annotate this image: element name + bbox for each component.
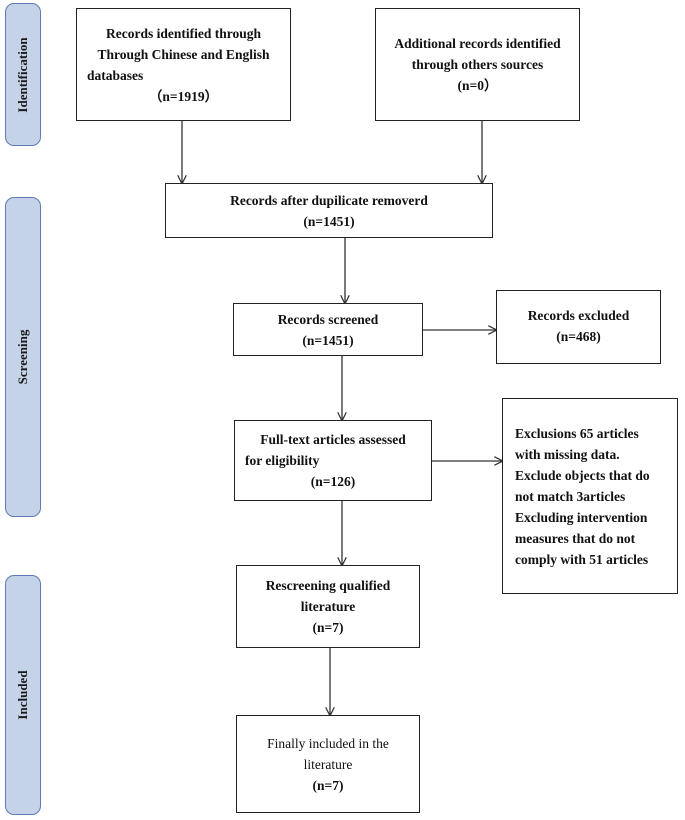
- records-excluded-box: Records excluded (n=468): [496, 290, 661, 364]
- rescreening-line-3: (n=7): [312, 620, 344, 635]
- additional-records-line-1: Additional records identified: [394, 36, 561, 51]
- full-text-box: Full-text articles assessed for eligibil…: [234, 420, 432, 501]
- full-text-line-1: Full-text articles assessed: [260, 432, 406, 447]
- additional-records-line-3: (n=0）: [457, 78, 498, 93]
- phase-identification: Identification: [5, 3, 41, 146]
- phase-included-label: Included: [15, 670, 30, 720]
- final-included-line-3: (n=7): [312, 777, 344, 793]
- full-text-line-3: (n=126): [310, 474, 356, 489]
- exclusions-line-2: with missing data.: [515, 446, 620, 462]
- exclusions-line-4: not match 3articles: [515, 488, 626, 504]
- records-screened-line-2: (n=1451): [302, 332, 354, 348]
- after-duplicates-line-1: Records after dupilicate removerd: [230, 192, 428, 208]
- rescreening-line-1: Rescreening qualified: [265, 578, 391, 593]
- records-excluded-line-1: Records excluded: [527, 308, 630, 323]
- records-screened-line-1: Records screened: [277, 311, 379, 327]
- exclusions-box: Exclusions 65 articles with missing data…: [502, 398, 678, 594]
- records-identified-line-3: databases: [87, 67, 144, 83]
- final-included-line-1: Finally included in the: [267, 735, 389, 751]
- records-screened-box: Records screened (n=1451): [233, 303, 423, 356]
- phase-included: Included: [5, 575, 41, 815]
- exclusions-line-7: comply with 51 articles: [515, 551, 649, 567]
- phase-screening-label: Screening: [15, 329, 30, 385]
- additional-records-box: Additional records identified through ot…: [375, 8, 580, 121]
- records-identified-line-2: Through Chinese and English: [97, 46, 270, 62]
- exclusions-line-5: Excluding intervention: [515, 509, 648, 525]
- rescreening-box: Rescreening qualified literature (n=7): [236, 565, 420, 648]
- records-identified-line-1: Records identified through: [105, 25, 261, 41]
- phase-screening: Screening: [5, 197, 41, 517]
- exclusions-line-6: measures that do not: [515, 530, 636, 546]
- final-included-line-2: literature: [303, 756, 353, 772]
- exclusions-line-1: Exclusions 65 articles: [515, 425, 639, 441]
- full-text-line-2: for eligibility: [245, 453, 320, 468]
- after-duplicates-box: Records after dupilicate removerd (n=145…: [165, 183, 493, 238]
- records-identified-box: Records identified through Through Chine…: [76, 8, 291, 121]
- final-included-box: Finally included in the literature (n=7): [236, 715, 420, 813]
- records-identified-line-4: （n=1919）: [148, 88, 219, 104]
- after-duplicates-line-2: (n=1451): [303, 213, 355, 229]
- additional-records-line-2: through others sources: [411, 57, 544, 72]
- phase-identification-label: Identification: [15, 36, 30, 113]
- exclusions-line-3: Exclude objects that do: [515, 467, 650, 483]
- rescreening-line-2: literature: [300, 599, 356, 614]
- records-excluded-line-2: (n=468): [556, 329, 601, 344]
